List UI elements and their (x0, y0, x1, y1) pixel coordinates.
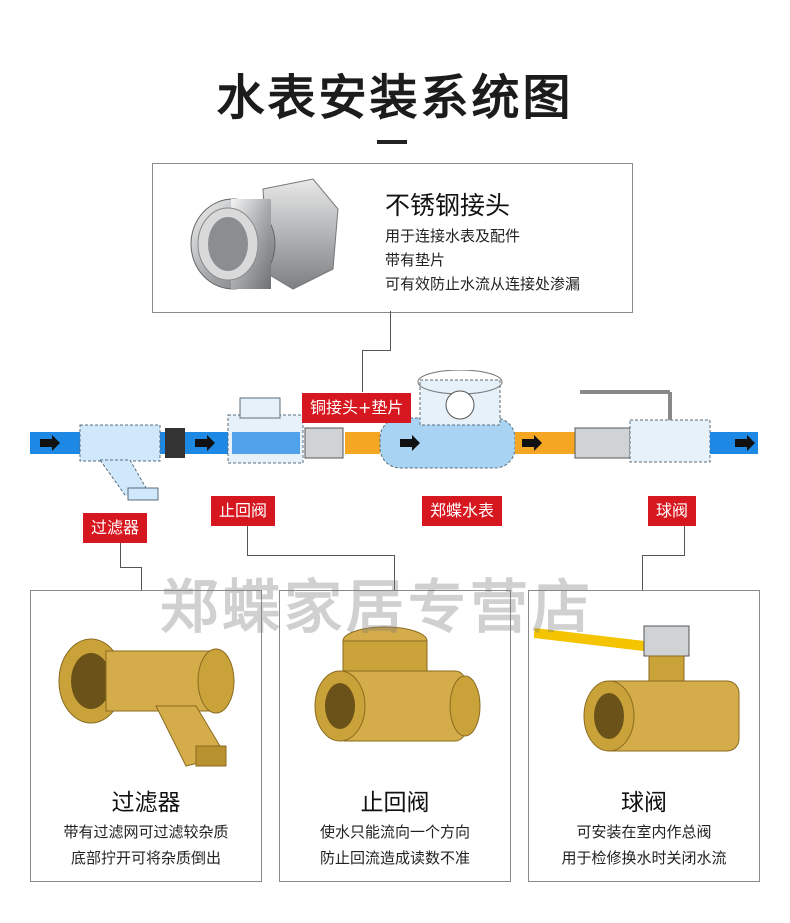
title-underline (377, 140, 407, 144)
ball-valve-card-line-2: 用于检修换水时关闭水流 (561, 849, 727, 867)
stainless-joint-image (190, 178, 339, 290)
connector-filter-v2 (141, 567, 142, 590)
page-title: 水表安装系统图 (216, 70, 574, 126)
flow-arrow-4 (522, 435, 542, 451)
filter-card-desc: 带有过滤网可过滤较杂质 底部拧开可将杂质倒出 (31, 819, 261, 871)
check-valve-card-line-2: 防止回流造成读数不准 (319, 849, 470, 867)
connector-check-h (247, 555, 395, 556)
water-meter-schematic (379, 370, 516, 469)
filter-image (58, 638, 235, 767)
fitting-2 (304, 427, 344, 459)
connector-check-v2 (394, 555, 395, 590)
connector-top-h (362, 350, 391, 351)
copper-joint-tag: 铜接头+垫片 (302, 393, 412, 423)
stainless-joint-line-2: 带有垫片 (385, 251, 446, 269)
ball-valve-card-desc: 可安装在室内作总阀 用于检修换水时关闭水流 (529, 819, 759, 871)
filter-card-line-2: 底部拧开可将杂质倒出 (70, 849, 221, 867)
fitting-1 (165, 428, 185, 458)
flow-arrow-2 (195, 435, 215, 451)
flow-arrow-3 (400, 435, 420, 451)
ball-valve-tag: 球阀 (648, 496, 697, 526)
pipeline-diagram (30, 370, 758, 501)
pipe-right (710, 432, 758, 454)
connector-ball-v1 (684, 526, 685, 556)
filter-card-line-1: 带有过滤网可过滤较杂质 (63, 823, 229, 841)
stainless-joint-card: 不锈钢接头 用于连接水表及配件 带有垫片 可有效防止水流从连接处渗漏 (152, 163, 633, 313)
connector-top-v (362, 350, 363, 392)
filter-card-title: 过滤器 (111, 790, 181, 816)
store-watermark: 郑蝶家居专营店 (160, 573, 595, 641)
check-valve-card-desc: 使水只能流向一个方向 防止回流造成读数不准 (280, 819, 510, 871)
connector-check-v1 (247, 526, 248, 556)
ball-valve-schematic (580, 390, 711, 463)
water-meter-tag: 郑蝶水表 (422, 496, 503, 526)
stainless-joint-line-3: 可有效防止水流从连接处渗漏 (385, 275, 581, 293)
stainless-joint-line-1: 用于连接水表及配件 (385, 227, 521, 245)
check-valve-schematic (227, 397, 304, 464)
filter-tag: 过滤器 (83, 513, 148, 543)
connector-ball-h (642, 555, 685, 556)
fitting-3 (574, 427, 631, 459)
orange-joint-left (345, 432, 380, 454)
connector-filter-h (120, 567, 142, 568)
check-valve-tag: 止回阀 (211, 496, 276, 526)
flow-arrow-5 (735, 435, 755, 451)
connector-filter-v1 (120, 543, 121, 568)
filter-card: 过滤器 带有过滤网可过滤较杂质 底部拧开可将杂质倒出 (30, 590, 262, 882)
ball-valve-image (534, 625, 740, 752)
ball-valve-card: 球阀 可安装在室内作总阀 用于检修换水时关闭水流 (528, 590, 760, 882)
check-valve-image (314, 626, 481, 742)
ball-valve-card-line-1: 可安装在室内作总阀 (576, 823, 712, 841)
check-valve-card: 止回阀 使水只能流向一个方向 防止回流造成读数不准 (279, 590, 511, 882)
stainless-joint-title: 不锈钢接头 (385, 191, 511, 220)
filter-schematic (79, 424, 161, 501)
connector-top (390, 311, 391, 351)
flow-arrow-1 (40, 435, 60, 451)
orange-joint-right (515, 432, 575, 454)
connector-ball-v2 (642, 555, 643, 590)
check-valve-card-title: 止回阀 (360, 790, 430, 816)
ball-valve-card-title: 球阀 (621, 790, 667, 816)
check-valve-card-line-1: 使水只能流向一个方向 (319, 823, 470, 841)
